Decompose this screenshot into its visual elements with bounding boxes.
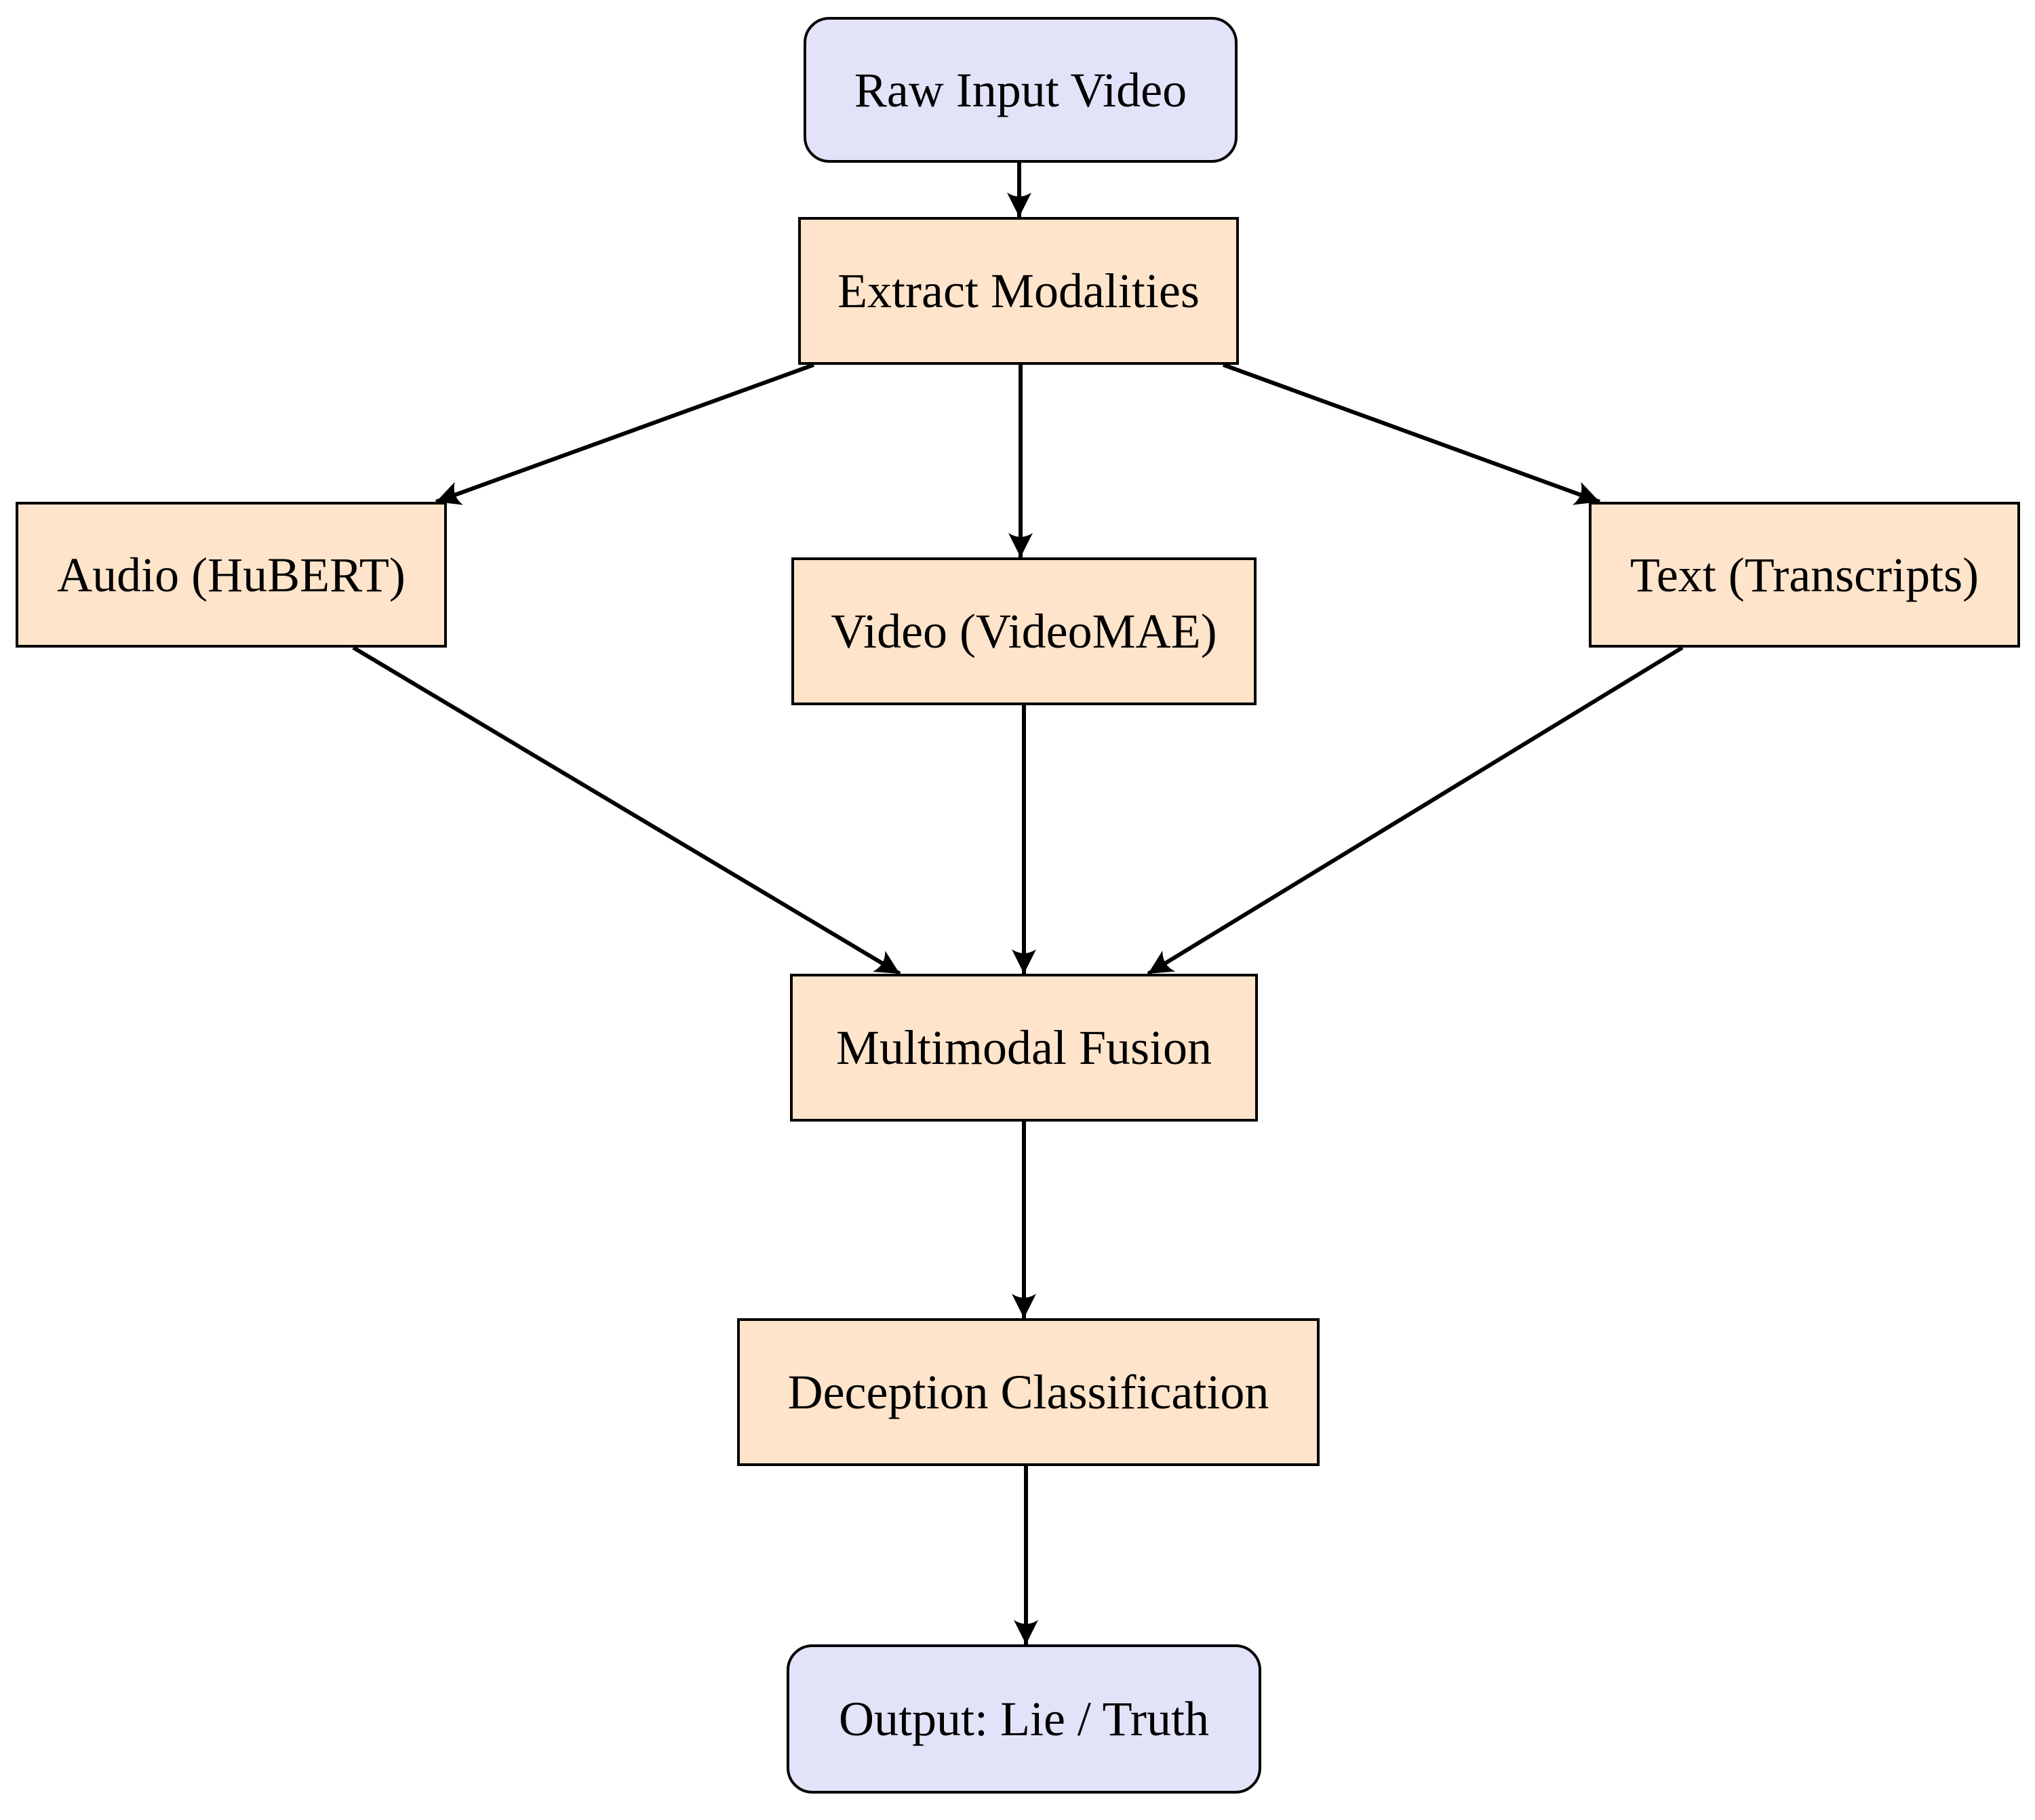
node-output-lie-truth: Output: Lie / Truth [787, 1644, 1261, 1794]
node-audio-hubert: Audio (HuBERT) [16, 502, 447, 648]
node-extract-modalities: Extract Modalities [798, 217, 1239, 365]
node-multimodal-fusion: Multimodal Fusion [790, 974, 1258, 1122]
edge-extract-to-text [1222, 363, 1601, 505]
node-deception-classification: Deception Classification [737, 1318, 1320, 1466]
node-video-videomae: Video (VideoMAE) [791, 557, 1257, 705]
node-text-transcripts: Text (Transcripts) [1589, 502, 2020, 648]
edge-extract-to-audio [435, 363, 815, 505]
node-raw-input-video: Raw Input Video [804, 17, 1238, 163]
